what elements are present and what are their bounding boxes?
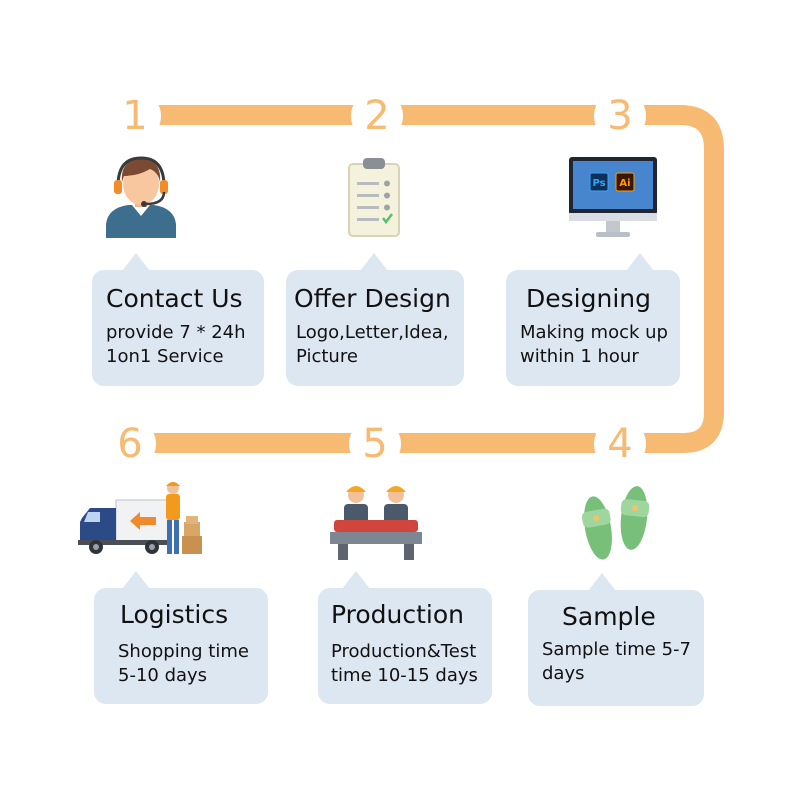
- photoshop-badge: Ps: [592, 178, 605, 189]
- clipboard-checklist-icon: [348, 158, 400, 237]
- step-3-number: 3: [594, 90, 646, 142]
- step-2-card: Offer Design Logo,Letter,Idea,Picture: [286, 253, 464, 386]
- step-4-number: 4: [594, 418, 646, 470]
- step-3-title: Designing: [526, 284, 651, 313]
- track-line: [118, 105, 724, 453]
- step-4-title: Sample: [562, 602, 656, 631]
- step-2-description: Logo,Letter,Idea,Picture: [296, 322, 449, 367]
- step-1-number: 1: [109, 90, 161, 142]
- step-2-number: 2: [351, 90, 403, 142]
- step-5-number: 5: [349, 418, 401, 470]
- monitor-design-software-icon: Ps Ai: [569, 157, 657, 237]
- slippers-icon: [581, 486, 650, 560]
- customer-service-headset-icon: [106, 156, 176, 238]
- step-2-title: Offer Design: [294, 284, 451, 313]
- illustrator-badge: Ai: [619, 178, 630, 189]
- step-1-title: Contact Us: [106, 284, 243, 313]
- factory-workers-icon: [330, 486, 422, 560]
- step-5-title: Production: [331, 600, 465, 629]
- step-6-number: 6: [104, 418, 156, 470]
- step-6-title: Logistics: [120, 600, 229, 629]
- delivery-truck-icon: [78, 482, 202, 554]
